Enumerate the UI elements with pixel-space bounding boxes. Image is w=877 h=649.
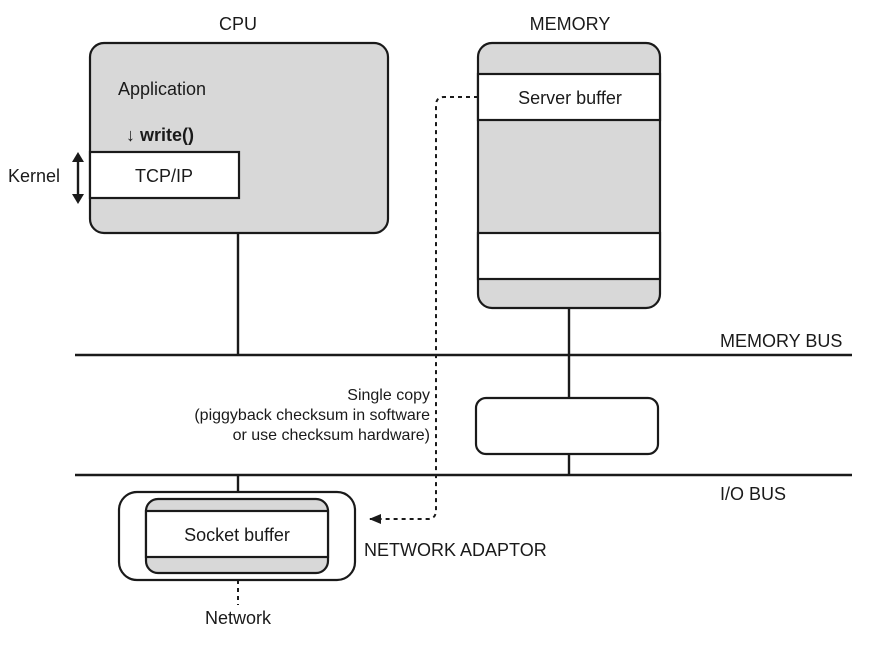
network-adaptor-label: NETWORK ADAPTOR	[364, 540, 547, 560]
server-buffer-box	[476, 72, 662, 122]
single-copy-dashed-path	[369, 96, 478, 524]
single-copy-line-2: (piggyback checksum in software	[194, 407, 430, 424]
tcpip-label: TCP/IP	[135, 166, 193, 186]
bus-bridge-box	[474, 396, 660, 456]
write-arrow-glyph: ↓	[126, 125, 135, 145]
io-bus-label: I/O BUS	[720, 484, 786, 504]
network-label: Network	[205, 608, 272, 628]
single-copy-line-3: or use checksum hardware)	[233, 427, 430, 444]
single-copy-line-1: Single copy	[347, 387, 430, 404]
application-label: Application	[118, 79, 206, 99]
kernel-double-arrow-icon	[72, 152, 84, 204]
tcpip-box	[88, 150, 241, 200]
cpu-title: CPU	[219, 14, 257, 34]
server-buffer-label: Server buffer	[518, 88, 622, 108]
memory-title: MEMORY	[530, 14, 611, 34]
memory-region-box	[476, 231, 662, 281]
single-copy-annotation: Single copy (piggyback checksum in softw…	[194, 387, 430, 444]
memory-bus-label: MEMORY BUS	[720, 331, 842, 351]
kernel-label: Kernel	[8, 166, 60, 186]
socket-buffer-label: Socket buffer	[184, 525, 290, 545]
write-call-label: write()	[139, 125, 194, 145]
socket-buffer-box	[144, 509, 330, 559]
